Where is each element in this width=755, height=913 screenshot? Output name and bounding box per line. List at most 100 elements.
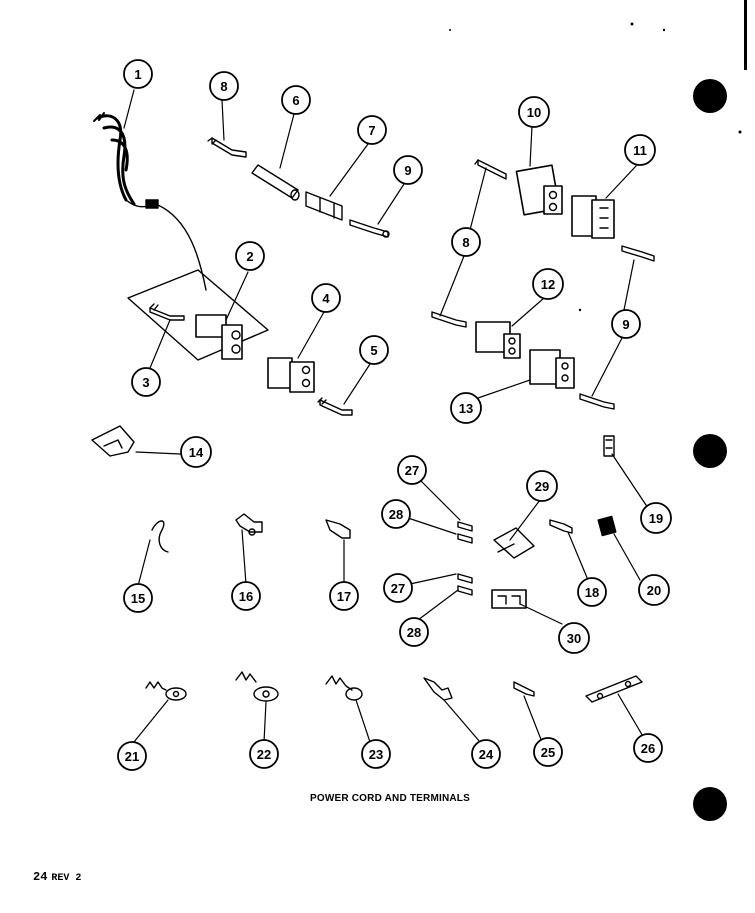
cord-connector-plate-icon (127, 269, 269, 361)
callout-26: 26 (633, 733, 663, 763)
svg-text:8: 8 (462, 235, 469, 250)
terminal-28-lower-icon (457, 585, 473, 596)
terminal-16-icon (235, 513, 263, 536)
callout-20: 20 (638, 574, 670, 606)
connector-29-icon (493, 527, 535, 559)
callout-25: 25 (533, 737, 563, 767)
terminal-5-icon (317, 397, 353, 416)
leader-lines (123, 89, 649, 743)
connector-20-icon (597, 515, 617, 537)
terminal-24-icon (423, 677, 453, 701)
callout-18: 18 (577, 577, 607, 607)
binder-hole-bottom (693, 787, 727, 821)
svg-text:11: 11 (633, 143, 647, 158)
svg-text:5: 5 (370, 343, 377, 358)
ring-terminal-21-icon (145, 681, 187, 701)
callout-bubbles: 1 8 6 7 9 2 3 4 5 10 11 8 12 9 13 14 19 … (117, 59, 672, 771)
callout-16: 16 (231, 581, 261, 611)
terminal-9-right-top-icon (621, 245, 655, 262)
link-strip-26-icon (585, 675, 643, 703)
svg-text:27: 27 (405, 463, 419, 478)
revision-label: REV 2 (51, 873, 82, 884)
terminal-19-icon (603, 435, 615, 457)
terminal-25-icon (513, 681, 535, 697)
callout-7: 7 (357, 115, 387, 145)
terminal-28-upper-icon (457, 533, 473, 544)
svg-text:8: 8 (220, 79, 227, 94)
svg-text:14: 14 (189, 445, 204, 460)
svg-text:26: 26 (641, 741, 655, 756)
binder-holes (693, 79, 727, 821)
scan-specks (449, 0, 747, 312)
callout-6: 6 (281, 85, 311, 115)
terminal-8-lower-icon (431, 311, 467, 328)
connector-housing-4-icon (267, 357, 315, 393)
callout-9: 9 (393, 155, 423, 185)
callout-15: 15 (123, 583, 153, 613)
splice-tube-icon (251, 164, 300, 201)
svg-text:29: 29 (535, 479, 549, 494)
wire-clip-15-icon (151, 520, 169, 553)
svg-text:18: 18 (585, 585, 599, 600)
svg-text:28: 28 (389, 507, 403, 522)
svg-text:4: 4 (322, 291, 330, 306)
connector-housing-10-icon (515, 164, 563, 216)
diagram-caption: POWER CORD AND TERMINALS (310, 793, 470, 804)
callout-27-upper: 27 (397, 455, 427, 485)
binder-hole-middle (693, 434, 727, 468)
svg-text:23: 23 (369, 747, 383, 762)
connector-housing-13-icon (529, 349, 575, 389)
callout-2: 2 (235, 241, 265, 271)
svg-text:9: 9 (622, 317, 629, 332)
power-cord-icon (93, 112, 207, 291)
connector-housing-12-icon (475, 321, 521, 359)
terminal-8-right-icon (474, 159, 507, 180)
svg-text:19: 19 (649, 511, 663, 526)
svg-text:30: 30 (567, 631, 581, 646)
page-number: 24 (33, 870, 48, 884)
svg-text:13: 13 (459, 401, 473, 416)
callout-12: 12 (532, 268, 564, 300)
callout-22: 22 (249, 739, 279, 769)
terminal-17-icon (325, 519, 351, 539)
callout-11: 11 (624, 134, 656, 166)
svg-text:20: 20 (647, 583, 661, 598)
svg-text:25: 25 (541, 745, 555, 760)
terminal-9-lower-icon (579, 393, 615, 410)
svg-text:27: 27 (391, 581, 405, 596)
callout-23: 23 (361, 739, 391, 769)
svg-text:6: 6 (292, 93, 299, 108)
terminal-8-icon (207, 137, 247, 158)
callout-9-right: 9 (611, 309, 641, 339)
callout-5: 5 (359, 335, 389, 365)
svg-text:10: 10 (527, 105, 541, 120)
callout-10: 10 (518, 96, 550, 128)
svg-text:28: 28 (407, 625, 421, 640)
connector-30-icon (491, 589, 527, 609)
svg-text:17: 17 (337, 589, 351, 604)
callout-8: 8 (209, 71, 239, 101)
connector-housing-11-icon (571, 195, 615, 239)
svg-text:22: 22 (257, 747, 271, 762)
svg-text:21: 21 (125, 749, 139, 764)
callout-29: 29 (526, 470, 558, 502)
callout-28-upper: 28 (381, 499, 411, 529)
terminal-18-icon (549, 519, 573, 534)
svg-text:1: 1 (134, 67, 141, 82)
bracket-14-icon (91, 425, 135, 457)
svg-text:16: 16 (239, 589, 253, 604)
callout-3: 3 (131, 367, 161, 397)
callout-13: 13 (450, 392, 482, 424)
svg-text:9: 9 (404, 163, 411, 178)
callout-14: 14 (180, 436, 212, 468)
callout-28-lower: 28 (399, 617, 429, 647)
callout-1: 1 (123, 59, 153, 89)
terminal-27-lower-icon (457, 573, 473, 584)
callout-8-right: 8 (451, 227, 481, 257)
callout-30: 30 (558, 622, 590, 654)
insulated-splice-icon (305, 191, 343, 221)
svg-text:12: 12 (541, 277, 555, 292)
callout-19: 19 (640, 502, 672, 534)
